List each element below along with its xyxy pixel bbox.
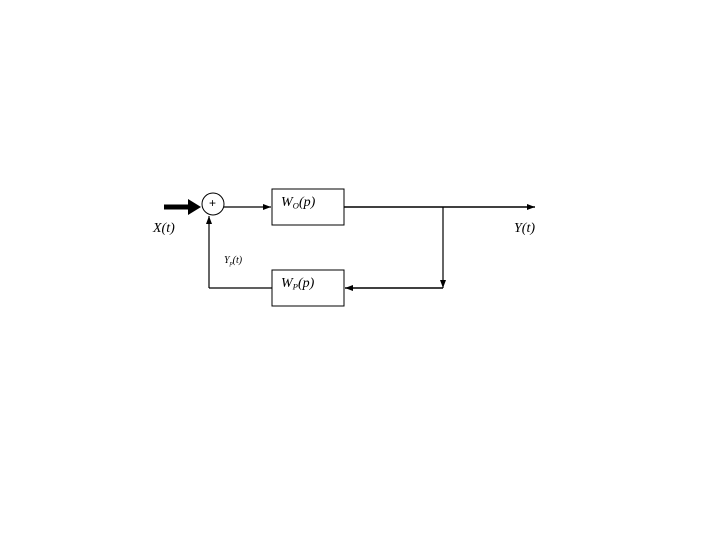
input-arrow bbox=[164, 199, 201, 215]
feedback-block-label: WP(p) bbox=[281, 276, 315, 292]
forward-block bbox=[271, 188, 345, 226]
feedback-signal-label: Yp(t) bbox=[224, 255, 243, 267]
feedback-block bbox=[271, 269, 345, 307]
summing-junction bbox=[201, 192, 225, 216]
output-signal-label: Y(t) bbox=[514, 221, 535, 236]
summing-sign: + bbox=[209, 196, 217, 210]
forward-block-label: WO(p) bbox=[281, 195, 316, 211]
input-signal-label: X(t) bbox=[153, 221, 175, 236]
